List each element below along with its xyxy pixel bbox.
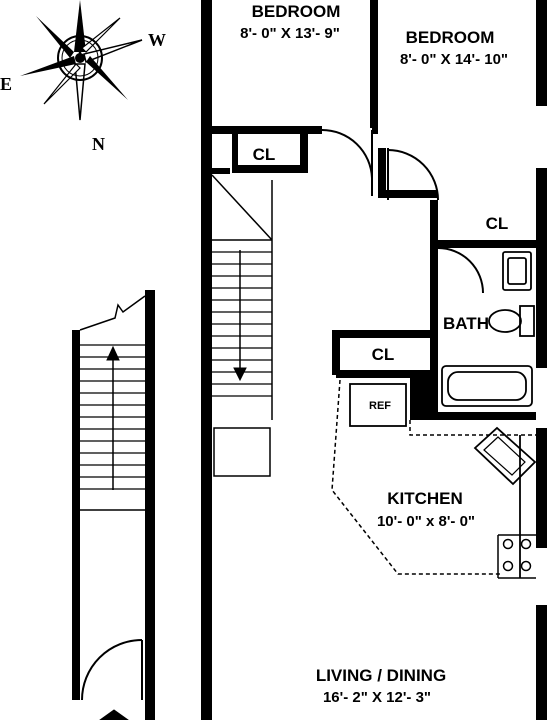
compass-east-label: E <box>0 74 12 94</box>
entry-stair <box>79 295 146 720</box>
doors <box>81 128 484 701</box>
bedroom-2-dims: 8'- 0" X 14'- 10" <box>400 51 508 68</box>
closet-3-label: CL <box>372 345 395 364</box>
bedroom-1-dims: 8'- 0" X 13'- 9" <box>240 25 340 42</box>
living-dining-name: LIVING / DINING <box>316 666 446 685</box>
closet-1-label: CL <box>253 145 276 164</box>
kitchen-dims: 10'- 0" x 8'- 0" <box>377 513 475 530</box>
kitchen-name: KITCHEN <box>387 489 463 508</box>
bath-fixtures <box>441 251 535 407</box>
bedroom-1-name: BEDROOM <box>252 2 341 21</box>
compass-rose: N E W <box>0 0 166 154</box>
bath-label: BATH <box>443 314 489 333</box>
kitchen-fixtures <box>331 379 537 579</box>
living-dining-dims: 16'- 2" X 12'- 3" <box>323 689 431 706</box>
bedroom-2-name: BEDROOM <box>406 28 495 47</box>
compass-west-label: W <box>148 30 166 50</box>
interior-stair <box>211 174 273 477</box>
closet-2-label: CL <box>486 214 509 233</box>
compass-north-label: N <box>92 134 105 154</box>
refrigerator-label: REF <box>369 400 391 412</box>
walls <box>72 0 547 720</box>
